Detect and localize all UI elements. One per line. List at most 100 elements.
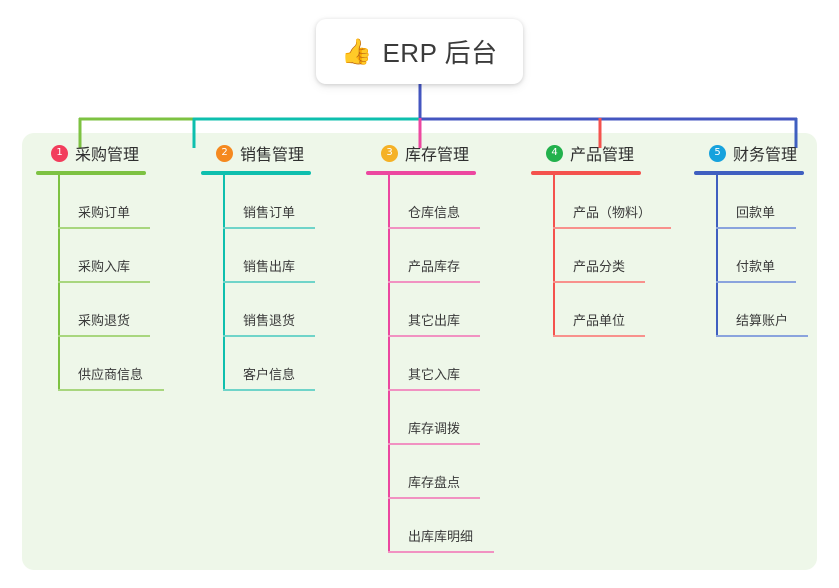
column-rule-4 <box>531 171 641 175</box>
list-item-label: 其它入库 <box>408 367 461 382</box>
list-item-rule <box>716 227 796 229</box>
column-1: 1 采购管理采购订单采购入库采购退货供应商信息 <box>36 140 164 391</box>
column-spine-2 <box>223 175 225 391</box>
list-item-label: 结算账户 <box>736 313 789 328</box>
list-item-rule <box>388 443 480 445</box>
column-spine-4 <box>553 175 555 337</box>
column-3: 3 库存管理仓库信息产品库存其它出库其它入库库存调拨库存盘点出库库明细 <box>366 140 494 553</box>
list-item[interactable]: 采购退货 <box>58 283 150 337</box>
column-header-3[interactable]: 3 库存管理 <box>366 140 476 166</box>
list-item-rule <box>553 335 645 337</box>
column-badge-2: 2 <box>216 144 233 162</box>
list-item-label: 其它出库 <box>408 313 461 328</box>
list-item-label: 产品分类 <box>573 259 626 274</box>
list-item-label: 销售订单 <box>243 205 296 220</box>
list-item-rule <box>553 227 671 229</box>
list-item[interactable]: 库存盘点 <box>388 445 480 499</box>
list-item-rule <box>388 281 480 283</box>
list-item[interactable]: 产品分类 <box>553 229 651 283</box>
list-item-label: 采购退货 <box>78 313 131 328</box>
list-item-label: 库存调拨 <box>408 421 461 436</box>
list-item-label: 库存盘点 <box>408 475 461 490</box>
list-item-rule <box>58 389 164 391</box>
list-item-rule <box>388 389 480 391</box>
column-5: 5 财务管理回款单付款单结算账户 <box>694 140 808 337</box>
column-spine-1 <box>58 175 60 391</box>
column-rule-1 <box>36 171 146 175</box>
list-item[interactable]: 出库库明细 <box>388 499 494 553</box>
column-spine-5 <box>716 175 718 337</box>
column-title-2: 销售管理 <box>240 147 305 164</box>
root-node[interactable]: 👍 ERP 后台 <box>316 19 523 84</box>
column-header-4[interactable]: 4 产品管理 <box>531 140 651 166</box>
list-item[interactable]: 采购入库 <box>58 229 150 283</box>
column-title-5: 财务管理 <box>733 147 798 164</box>
column-header-1[interactable]: 1 采购管理 <box>36 140 146 166</box>
list-item-rule <box>223 335 315 337</box>
list-item-label: 付款单 <box>736 259 776 274</box>
list-item-label: 回款单 <box>736 205 776 220</box>
list-item-rule <box>388 335 480 337</box>
list-item-rule <box>388 227 480 229</box>
list-item[interactable]: 销售退货 <box>223 283 315 337</box>
column-rule-2 <box>201 171 311 175</box>
list-item-label: 仓库信息 <box>408 205 461 220</box>
list-item-label: 产品单位 <box>573 313 626 328</box>
list-item-label: 产品（物料） <box>573 205 652 220</box>
column-header-2[interactable]: 2 销售管理 <box>201 140 311 166</box>
column-4: 4 产品管理产品（物料） 产品分类产品单位 <box>531 140 671 337</box>
list-item-label: 产品库存 <box>408 259 461 274</box>
column-items-2: 销售订单销售出库销售退货客户信息 <box>223 175 315 391</box>
list-item-rule <box>553 281 645 283</box>
list-item[interactable]: 供应商信息 <box>58 337 164 391</box>
list-item-rule <box>58 335 150 337</box>
list-item[interactable]: 客户信息 <box>223 337 315 391</box>
thumbs-up-icon: 👍 <box>341 37 373 66</box>
list-item[interactable]: 产品（物料） <box>553 175 671 229</box>
list-item-rule <box>58 227 150 229</box>
list-item[interactable]: 产品库存 <box>388 229 480 283</box>
list-item[interactable]: 库存调拨 <box>388 391 480 445</box>
column-2: 2 销售管理销售订单销售出库销售退货客户信息 <box>201 140 315 391</box>
list-item-label: 采购订单 <box>78 205 131 220</box>
list-item[interactable]: 结算账户 <box>716 283 808 337</box>
list-item[interactable]: 销售订单 <box>223 175 315 229</box>
list-item[interactable]: 其它入库 <box>388 337 480 391</box>
column-badge-3: 3 <box>381 144 398 162</box>
page-title: ERP 后台 <box>382 38 498 68</box>
list-item-rule <box>388 497 480 499</box>
list-item[interactable]: 仓库信息 <box>388 175 480 229</box>
column-items-4: 产品（物料） 产品分类产品单位 <box>553 175 671 337</box>
list-item-rule <box>223 389 315 391</box>
list-item-label: 采购入库 <box>78 259 131 274</box>
column-badge-4: 4 <box>546 144 563 162</box>
column-spine-3 <box>388 175 390 553</box>
column-title-1: 采购管理 <box>75 147 140 164</box>
list-item-label: 销售出库 <box>243 259 296 274</box>
list-item-label: 销售退货 <box>243 313 296 328</box>
list-item[interactable]: 其它出库 <box>388 283 480 337</box>
column-title-3: 库存管理 <box>405 147 470 164</box>
list-item-rule <box>223 281 315 283</box>
list-item[interactable]: 销售出库 <box>223 229 315 283</box>
column-header-5[interactable]: 5 财务管理 <box>694 140 804 166</box>
list-item-label: 出库库明细 <box>408 529 474 544</box>
column-badge-1: 1 <box>51 144 68 162</box>
list-item-rule <box>716 335 808 337</box>
list-item-rule <box>58 281 150 283</box>
column-rule-5 <box>694 171 804 175</box>
column-title-4: 产品管理 <box>570 147 635 164</box>
list-item[interactable]: 付款单 <box>716 229 804 283</box>
list-item-rule <box>388 551 494 553</box>
list-item-label: 客户信息 <box>243 367 296 382</box>
column-items-1: 采购订单采购入库采购退货供应商信息 <box>58 175 164 391</box>
list-item[interactable]: 采购订单 <box>58 175 150 229</box>
list-item[interactable]: 回款单 <box>716 175 804 229</box>
list-item[interactable]: 产品单位 <box>553 283 651 337</box>
list-item-label: 供应商信息 <box>78 367 144 382</box>
list-item-rule <box>223 227 315 229</box>
column-badge-5: 5 <box>709 144 726 162</box>
column-items-3: 仓库信息产品库存其它出库其它入库库存调拨库存盘点出库库明细 <box>388 175 494 553</box>
list-item-rule <box>716 281 796 283</box>
